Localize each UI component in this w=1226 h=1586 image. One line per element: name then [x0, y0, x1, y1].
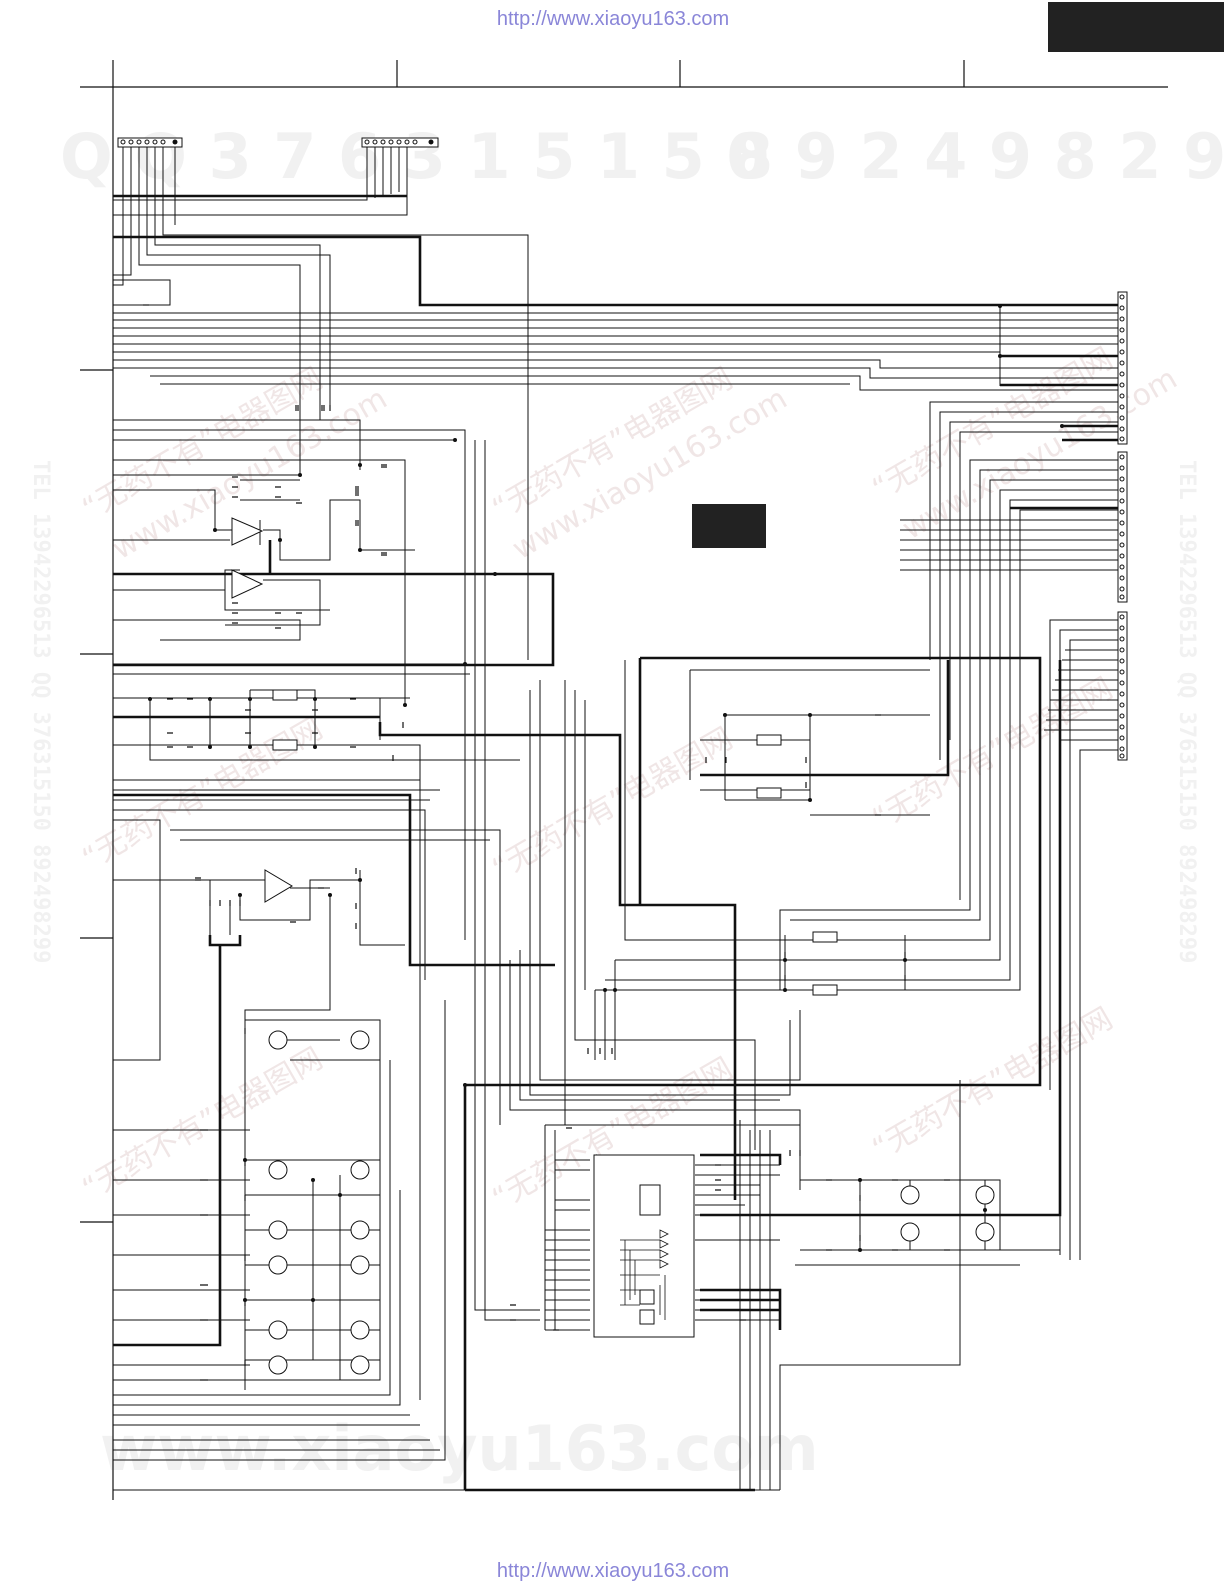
watermark-tilted-cn-6: “无药不有”电器图网	[867, 671, 1119, 837]
page-corner-tab	[1048, 2, 1224, 52]
right-connector-3	[1117, 611, 1128, 761]
ic-chip	[593, 1154, 695, 1338]
top-url-link[interactable]: http://www.xiaoyu163.com	[496, 8, 730, 30]
transistor-10	[350, 1320, 370, 1340]
watermark-phone-right: 8 9 2 4 9 8 2 9 9	[730, 120, 1226, 193]
resistor-block-6	[812, 984, 838, 996]
top-connector-1	[117, 137, 183, 148]
junction-dots	[148, 304, 1064, 1302]
watermark-tilted-cn-7: “无药不有”电器图网	[77, 1041, 329, 1207]
wiring-thick	[113, 194, 1118, 1492]
transistor-11	[268, 1355, 288, 1375]
opamp-3	[264, 869, 293, 903]
right-connector-1	[1117, 291, 1128, 445]
top-connector-2	[361, 137, 439, 148]
transistor-4	[350, 1160, 370, 1180]
resistor-block-1	[272, 689, 298, 701]
resistor-block-2	[272, 739, 298, 751]
transistor-7	[268, 1255, 288, 1275]
watermark-phone-left: Q Q 3 7 6 3 1 5 1 5 0	[60, 120, 770, 193]
transistor-8	[350, 1255, 370, 1275]
watermark-side-right: TEL 13942296513 QQ 376315150 892498299	[1174, 460, 1199, 963]
small-components	[143, 304, 950, 1381]
transistor-9	[268, 1320, 288, 1340]
transistor-13	[900, 1185, 920, 1205]
transistor-2	[350, 1030, 370, 1050]
component-blocks	[272, 689, 838, 996]
resistor-block-3	[756, 734, 782, 746]
transistor-15	[900, 1222, 920, 1242]
watermark-tilted-cn-5: “无药不有”电器图网	[487, 721, 739, 887]
resistor-block-4	[756, 787, 782, 799]
resistor-block-5	[812, 931, 838, 943]
watermark-side-left: TEL 13942296513 QQ 376315150 892498299	[28, 460, 53, 963]
transistor-6	[350, 1220, 370, 1240]
transistor-group	[268, 1030, 995, 1375]
opamp-2	[231, 569, 264, 599]
opamp-1	[231, 517, 264, 546]
center-label-block	[692, 504, 766, 548]
watermark-site: www.xiaoyu163.com	[100, 1412, 819, 1485]
right-connector-2	[1117, 451, 1128, 603]
transistor-16	[975, 1222, 995, 1242]
transistor-12	[350, 1355, 370, 1375]
transistor-1	[268, 1030, 288, 1050]
transistor-14	[975, 1185, 995, 1205]
transistor-5	[268, 1220, 288, 1240]
bottom-url-link[interactable]: http://www.xiaoyu163.com	[496, 1560, 730, 1582]
transistor-3	[268, 1160, 288, 1180]
